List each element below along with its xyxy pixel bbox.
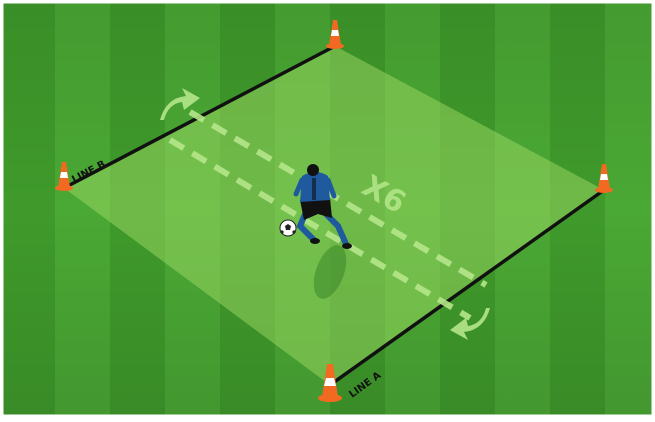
soccer-ball-icon <box>280 220 296 236</box>
